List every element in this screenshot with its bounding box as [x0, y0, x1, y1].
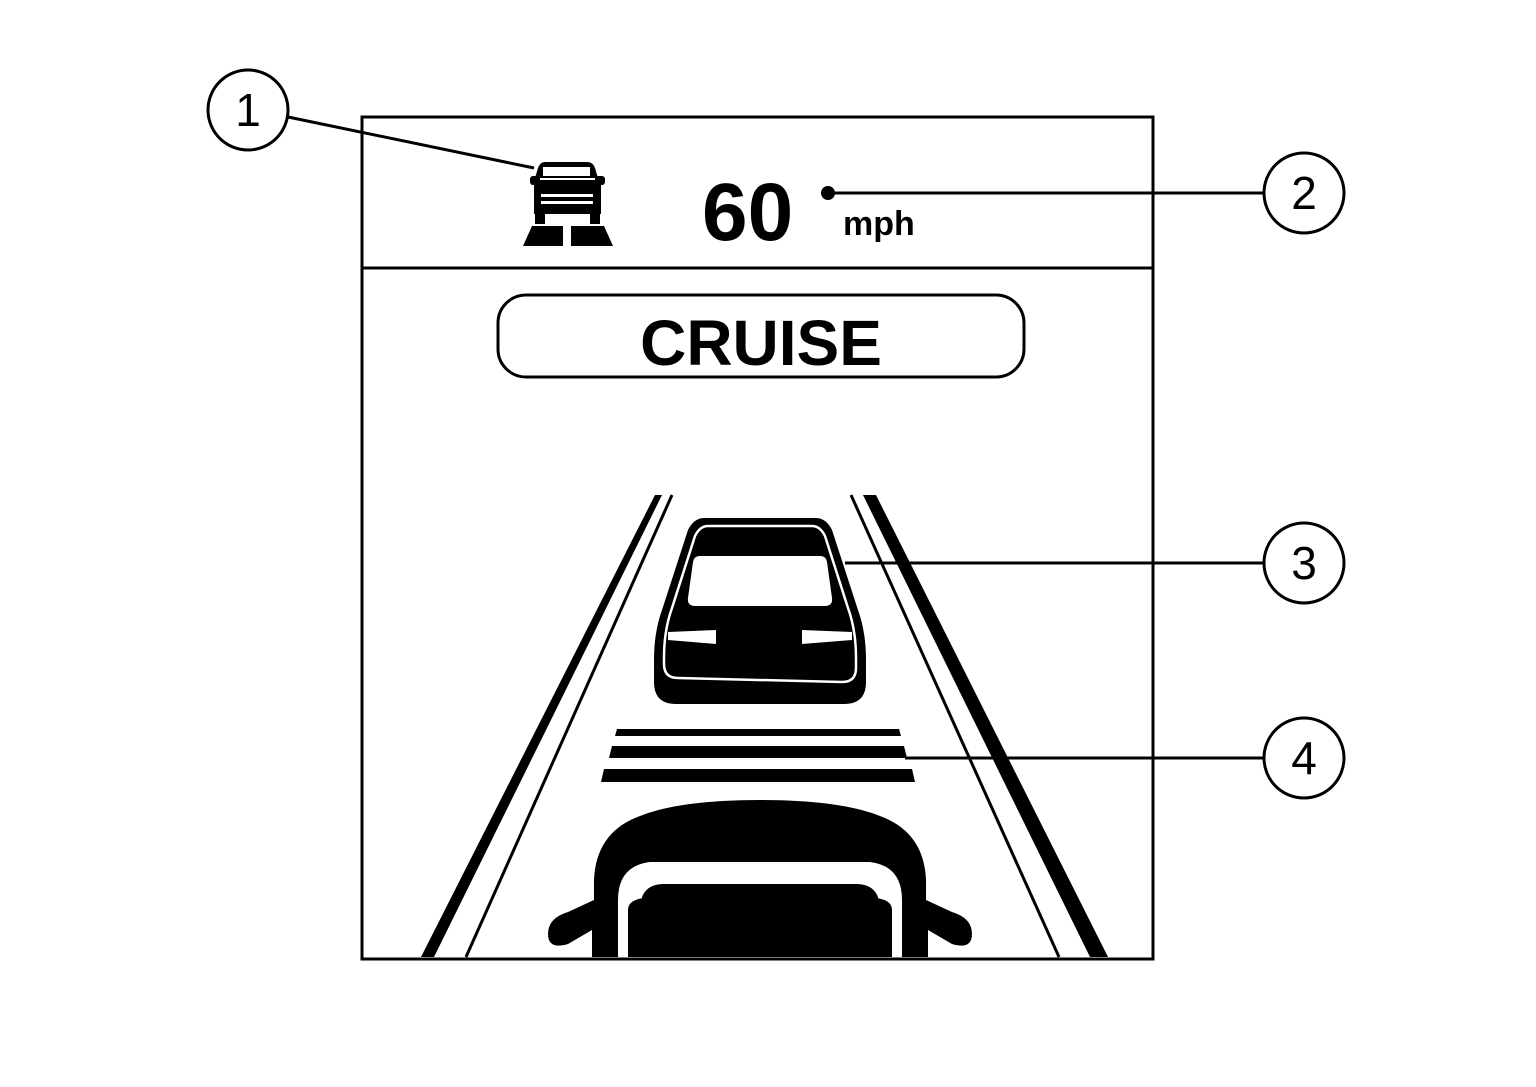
callout-3-circle [1262, 521, 1346, 605]
callout-3: 3 [845, 521, 1346, 605]
speed-unit: mph [843, 205, 915, 243]
vehicle-ahead [654, 518, 866, 704]
status-label: CRUISE [640, 307, 882, 379]
status-frame [496, 293, 1026, 379]
rear-window [687, 556, 833, 606]
distance-bars [601, 729, 915, 782]
distance-bar [609, 746, 907, 758]
distance-bar [615, 729, 901, 736]
callout-2-circle [1262, 151, 1346, 235]
right-lane-line [863, 495, 1108, 957]
right-lane-inner-line [849, 494, 1061, 958]
callout-1: 1 [206, 68, 535, 170]
callout-2-number: 2 [1291, 167, 1317, 219]
set-speed-value: 60 [702, 167, 793, 258]
distance-bar [601, 769, 915, 782]
callout-4-circle [1262, 716, 1346, 800]
callout-3-number: 3 [1291, 537, 1317, 589]
left-taillight [668, 630, 716, 644]
left-lane-inner-line [464, 494, 674, 958]
callout-2: 2 [821, 151, 1346, 235]
callout-4: 4 [905, 716, 1346, 800]
own-vehicle [548, 800, 972, 957]
set-speed-readout: 60 mph [702, 167, 915, 258]
callout-1-number: 1 [235, 84, 261, 136]
callout-1-leader [287, 115, 535, 170]
road-lanes [421, 494, 1108, 958]
right-taillight [802, 630, 852, 644]
set-distance-icon [523, 162, 613, 246]
callout-1-circle [206, 68, 290, 152]
left-lane-line [421, 495, 662, 957]
callout-4-number: 4 [1291, 732, 1317, 784]
status-indicator: CRUISE [496, 293, 1026, 379]
